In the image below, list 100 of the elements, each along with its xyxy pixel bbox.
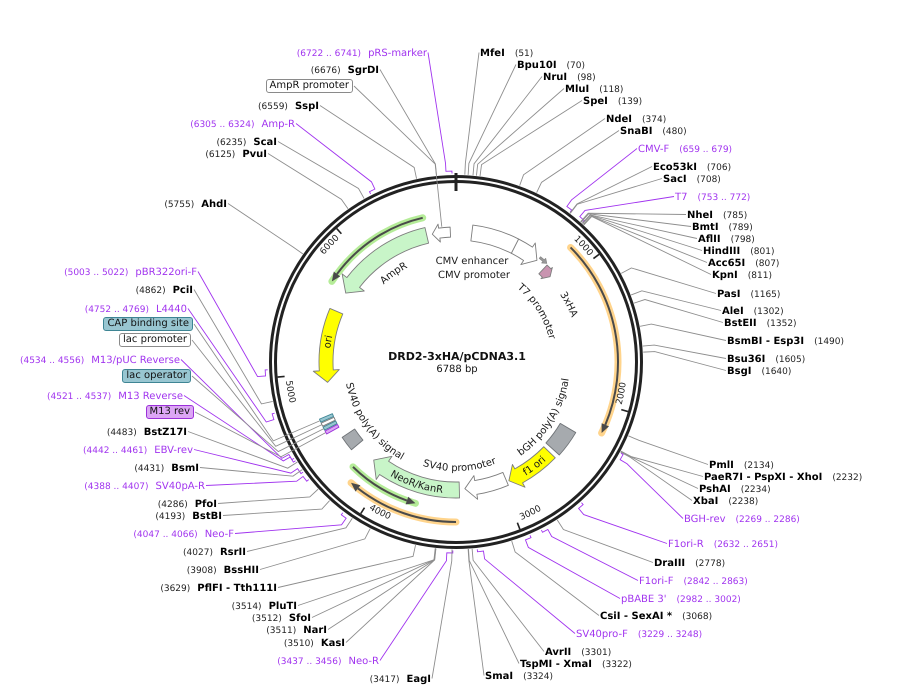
cut-site-position: (3324) [523, 672, 554, 682]
primer-name: T7 [675, 192, 688, 203]
leader-line [642, 344, 726, 359]
feature-bar [322, 420, 338, 431]
primer-position: (3437 .. 3456) [277, 657, 342, 667]
leader-line [582, 215, 708, 263]
enzyme-name: KasI [320, 638, 345, 649]
primer-name: pRS-marker [368, 48, 427, 59]
enzyme-name: NheI [687, 210, 713, 221]
cut-site-position: (4193) [155, 512, 186, 522]
feature-label: lac operator [122, 369, 191, 383]
feature-label: SV40 promoter [422, 456, 498, 474]
enzyme-name: PshAI [699, 484, 731, 495]
enzyme-name: TspMI - XmaI [520, 659, 592, 670]
plasmid-name: DRD2-3xHA/pCDNA3.1 [387, 350, 527, 364]
leader-line [200, 467, 303, 477]
enzyme-name: AhdI [201, 199, 227, 210]
primer-position: (2269 .. 2286) [736, 515, 800, 525]
cut-site-position: (98) [577, 73, 596, 83]
primer-name: Amp-R [262, 119, 295, 130]
leader-line [566, 148, 638, 212]
primer-position: (4534 .. 4556) [20, 356, 84, 366]
cut-site-position: (6235) [216, 138, 246, 148]
leader-line [222, 500, 330, 516]
cut-site-position: (801) [750, 247, 774, 257]
promoter-segment [432, 224, 451, 242]
leader-line [260, 528, 371, 570]
cut-site-position: (785) [723, 211, 748, 221]
leader-line [620, 452, 692, 501]
cut-site-position: (3512) [252, 614, 282, 624]
enzyme-name: Bpu10I [517, 60, 557, 71]
cut-site-position: (374) [642, 115, 666, 125]
enzyme-name: KpnI [712, 270, 738, 281]
leader-line [580, 213, 692, 227]
enzyme-name: SmaI [485, 671, 514, 682]
leader-line [519, 118, 606, 186]
primer-position: (2842 .. 2863) [683, 577, 748, 587]
leader-line [380, 550, 454, 661]
primer-position: (6722 .. 6741) [296, 49, 362, 59]
leader-line [194, 449, 304, 474]
cut-site-position: (1352) [766, 319, 797, 329]
primer-name: L4440 [156, 304, 187, 315]
enzyme-name: SacI [663, 174, 687, 185]
enzyme-name: PciI [172, 285, 193, 296]
cut-site-position: (706) [706, 163, 732, 173]
enzyme-name: HindIII [703, 246, 740, 257]
feature-label: ori [322, 334, 336, 349]
primer-name: pBR322ori-F [135, 267, 197, 278]
leader-line [620, 452, 684, 519]
primer-position: (6305 .. 6324) [190, 120, 254, 130]
cut-site-position: (6559) [258, 102, 288, 112]
cut-site-position: (4431) [134, 464, 164, 474]
leader-line [184, 395, 296, 463]
primer-position: (4388 .. 4407) [84, 482, 149, 492]
enzyme-name: CsiI - SexAI * [600, 611, 672, 622]
enzyme-name: BstZ17I [144, 427, 187, 438]
cut-site-position: (3417) [370, 675, 400, 685]
enzyme-name: PluTI [268, 601, 297, 612]
primer-position: (2982 .. 3002) [676, 595, 741, 605]
enzyme-name: DraIII [654, 558, 686, 569]
leader-line [194, 289, 274, 404]
enzyme-name: AflII [698, 234, 721, 245]
primer-name: M13 Reverse [118, 391, 183, 402]
enzyme-name: Acc65I [708, 258, 746, 269]
enzyme-name: BstEII [724, 318, 757, 329]
enzyme-name: AvrII [545, 647, 572, 658]
leader-line [188, 308, 276, 423]
enzyme-name: MfeI [480, 48, 505, 59]
scale-label: 4000 [367, 503, 392, 522]
leader-line [583, 216, 712, 275]
feature-label: M13 rev [146, 405, 194, 419]
leader-line [198, 271, 268, 377]
leader-line [296, 123, 376, 194]
enzyme-name: SgrDI [348, 65, 379, 76]
leader-line [188, 431, 298, 469]
primer-name: EBV-rev [154, 445, 193, 456]
leader-line [570, 178, 662, 214]
leader-line [328, 548, 436, 630]
leader-line [206, 476, 310, 486]
cut-site-position: (3301) [581, 648, 612, 658]
leader-line [524, 534, 620, 599]
leader-line [634, 299, 724, 323]
cut-site-position: (798) [730, 235, 755, 245]
cut-site-position: (6125) [205, 150, 236, 160]
leader-line [582, 214, 698, 239]
enzyme-name: BsgI [727, 366, 752, 377]
leader-line [320, 105, 418, 180]
leader-line [354, 86, 442, 228]
cut-site-position: (4027) [183, 548, 213, 558]
enzyme-name: XbaI [693, 496, 718, 507]
enzyme-name: MluI [565, 84, 590, 95]
primer-position: (4442 .. 4461) [83, 446, 148, 456]
leader-line [540, 528, 638, 581]
leader-line [642, 351, 726, 371]
feature-label: CMV enhancer [436, 256, 508, 267]
leader-line [180, 359, 294, 460]
leader-line [536, 130, 620, 194]
cut-site-position: (1490) [814, 337, 844, 347]
leader-line [428, 52, 452, 174]
feature-label: CAP binding site [103, 317, 193, 331]
